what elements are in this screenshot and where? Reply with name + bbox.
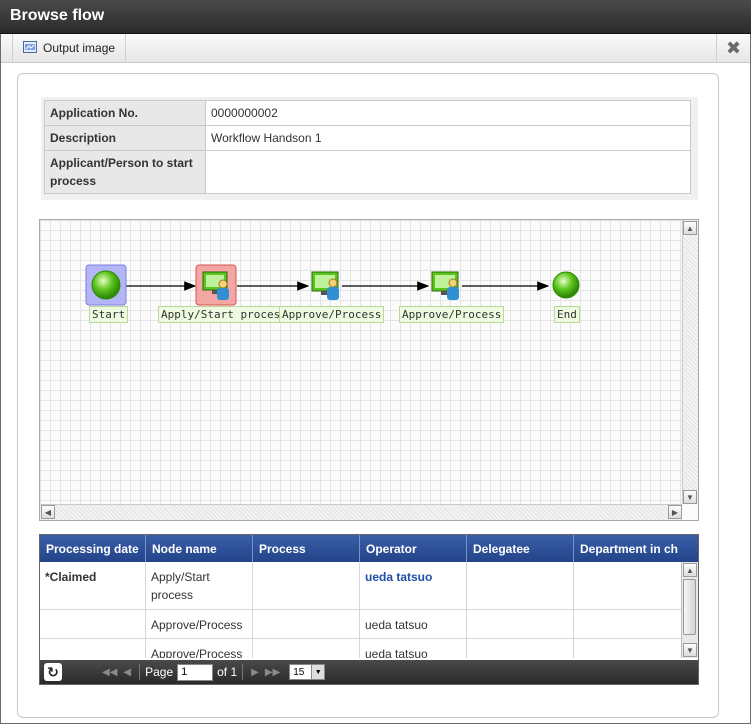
pager-separator (139, 664, 141, 680)
cell-delegatee (467, 562, 574, 609)
diagram-horizontal-scrollbar[interactable]: ◀ ▶ (40, 504, 683, 520)
pager-separator (242, 664, 244, 680)
close-button[interactable]: ✖ (716, 34, 750, 62)
node-label-start: Start (89, 306, 129, 323)
info-row-description: Description Workflow Handson 1 (44, 125, 691, 151)
scroll-right-icon[interactable]: ▶ (668, 505, 682, 519)
previous-page-icon[interactable]: ◀ (123, 666, 132, 678)
node-label-approve-process: Approve/Process (279, 306, 385, 323)
cell-process (253, 562, 360, 609)
grid-pager: ↻ ◀◀ ◀ Page of 1 ▶ ▶▶ 15 ▼ (40, 660, 698, 684)
output-image-button[interactable]: Output image (12, 34, 127, 62)
chevron-down-icon: ▼ (311, 665, 325, 679)
cell-operator-link[interactable]: ueda tatsuo (360, 562, 467, 609)
cell-processing-date (40, 639, 146, 658)
cell-department (574, 610, 681, 638)
approve-process-node-icon[interactable] (431, 271, 459, 300)
table-row[interactable]: *Claimed Apply/Start process ueda tatsuo (40, 562, 681, 610)
grid-vertical-scrollbar[interactable]: ▲ ▼ (681, 562, 698, 658)
page-number-input[interactable] (177, 663, 214, 681)
page-size-select[interactable]: 15 ▼ (289, 664, 326, 680)
cell-node-name: Apply/Start process (146, 562, 253, 609)
first-page-icon[interactable]: ◀◀ (102, 666, 118, 678)
browse-flow-window: Output image ✖ Application No. 000000000… (0, 34, 751, 724)
approve-process-node-icon[interactable] (311, 271, 339, 300)
close-icon: ✖ (725, 37, 742, 58)
grid-header: Processing date Node name Process Operat… (40, 535, 698, 562)
info-row-applicant: Applicant/Person to start process (44, 150, 691, 194)
column-header-operator[interactable]: Operator (360, 535, 467, 562)
info-label: Applicant/Person to start process (44, 150, 206, 194)
info-row-application-no: Application No. 0000000002 (44, 100, 691, 126)
history-grid: Processing date Node name Process Operat… (39, 534, 699, 685)
flow-diagram[interactable]: Start Apply/Start process Approve/Proces… (39, 219, 699, 521)
cell-process (253, 610, 360, 638)
cell-processing-date (40, 610, 146, 638)
content-panel: Application No. 0000000002 Description W… (17, 73, 719, 718)
cell-department (574, 562, 681, 609)
column-header-processing-date[interactable]: Processing date (40, 535, 146, 562)
info-value (205, 150, 691, 194)
scroll-up-icon[interactable]: ▲ (683, 563, 697, 577)
scroll-up-icon[interactable]: ▲ (683, 221, 697, 235)
image-export-icon (23, 40, 37, 56)
column-header-delegatee[interactable]: Delegatee (467, 535, 574, 562)
cell-processing-date: *Claimed (40, 562, 146, 609)
column-header-process[interactable]: Process (253, 535, 360, 562)
info-label: Description (44, 125, 206, 151)
output-image-label: Output image (43, 41, 116, 55)
cell-node-name: Approve/Process (146, 610, 253, 638)
cell-operator: ueda tatsuo (360, 639, 467, 658)
scroll-thumb[interactable] (683, 579, 696, 635)
page-label: Page (145, 665, 174, 679)
cell-operator: ueda tatsuo (360, 610, 467, 638)
table-row[interactable]: Approve/Process ueda tatsuo (40, 639, 681, 658)
page-count-label: of 1 (217, 665, 238, 679)
toolbar: Output image ✖ (1, 34, 750, 63)
window-title: Browse flow (0, 0, 751, 34)
scroll-left-icon[interactable]: ◀ (41, 505, 55, 519)
cell-process (253, 639, 360, 658)
page-size-value: 15 (293, 666, 305, 678)
scroll-down-icon[interactable]: ▼ (683, 490, 697, 504)
cell-delegatee (467, 610, 574, 638)
info-label: Application No. (44, 100, 206, 126)
cell-delegatee (467, 639, 574, 658)
column-header-node-name[interactable]: Node name (146, 535, 253, 562)
info-value: 0000000002 (205, 100, 691, 126)
last-page-icon[interactable]: ▶▶ (264, 666, 281, 678)
table-row[interactable]: Approve/Process ueda tatsuo (40, 610, 681, 639)
node-label-end: End (554, 306, 580, 323)
flow-canvas (85, 264, 580, 306)
scroll-corner (682, 504, 698, 520)
node-label-approve-process: Approve/Process (399, 306, 505, 323)
column-header-department[interactable]: Department in ch (580, 542, 679, 556)
refresh-icon[interactable]: ↻ (44, 663, 62, 681)
next-page-icon[interactable]: ▶ (251, 666, 259, 678)
node-label-apply-start: Apply/Start process (158, 306, 290, 323)
apply-start-node-icon[interactable] (195, 264, 237, 306)
start-node-icon[interactable] (85, 264, 127, 306)
cell-department (574, 639, 681, 658)
info-value: Workflow Handson 1 (205, 125, 691, 151)
application-info: Application No. 0000000002 Description W… (41, 97, 698, 200)
scroll-down-icon[interactable]: ▼ (683, 643, 697, 657)
cell-node-name: Approve/Process (146, 639, 253, 658)
end-node-icon[interactable] (552, 271, 580, 299)
grid-body: *Claimed Apply/Start process ueda tatsuo… (40, 562, 681, 658)
diagram-vertical-scrollbar[interactable]: ▲ ▼ (682, 220, 698, 505)
